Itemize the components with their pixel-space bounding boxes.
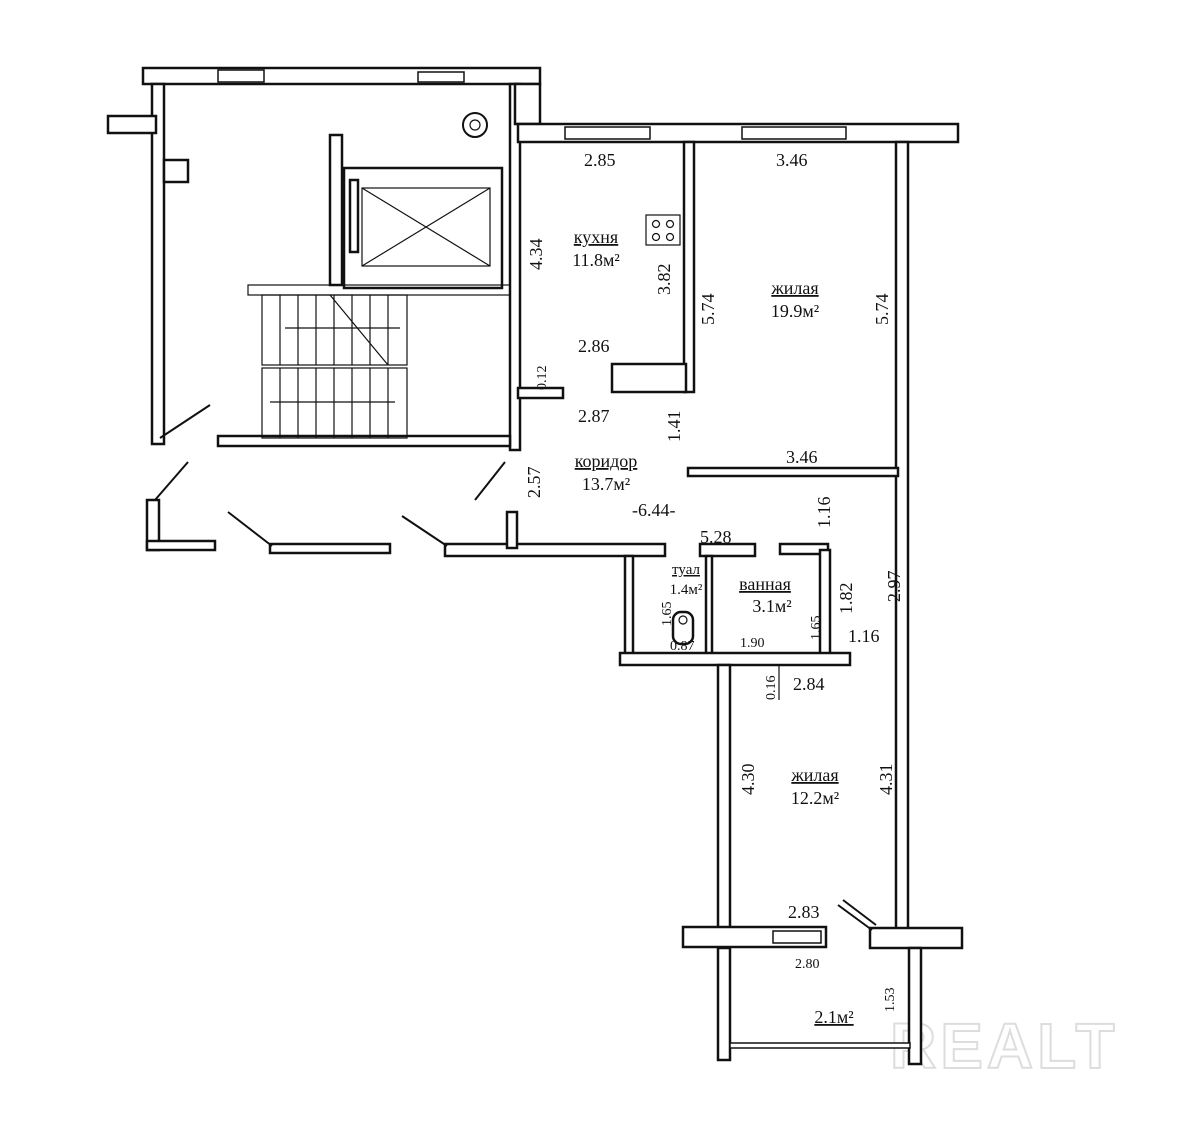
dim-living2-right: 4.31: [876, 764, 896, 796]
dim-living2-width: 2.84: [793, 674, 825, 694]
kitchen-area: 11.8м²: [572, 250, 620, 270]
dim-balcony-depth: 1.53: [883, 988, 898, 1013]
dim-kitchen-width: 2.85: [584, 150, 616, 170]
dim-corridor-top: 2.87: [578, 406, 610, 426]
dim-corridor-141: 1.41: [664, 411, 684, 443]
living1-name: жилая: [770, 278, 818, 298]
dim-corridor-length: -6.44-: [632, 500, 676, 520]
dim-living1-left: 5.74: [698, 294, 718, 326]
bath-area: 3.1м²: [752, 596, 791, 616]
dim-wall-016: 0.16: [764, 676, 779, 701]
dim-kitchen-depth: 4.34: [526, 239, 546, 271]
dim-kitchen-inner: 3.82: [654, 264, 674, 296]
kitchen-name: кухня: [574, 227, 618, 247]
dim-right-297: 2.97: [884, 571, 904, 603]
dim-corridor-116: 1.16: [814, 497, 834, 529]
dim-kitchen-bottom: 2.86: [578, 336, 610, 356]
dim-bath-182: 1.82: [836, 583, 856, 615]
dim-living2-left: 4.30: [738, 764, 758, 796]
dim-living1-width: 3.46: [776, 150, 808, 170]
dim-toilet-height: 1.65: [660, 602, 675, 627]
dim-living2-bottom: 2.83: [788, 902, 820, 922]
toilet-name: туал: [672, 562, 700, 578]
living2-area: 12.2м²: [791, 788, 839, 808]
watermark: REALT: [890, 1010, 1119, 1082]
dim-corridor-left: 2.57: [524, 467, 544, 499]
bath-name: ванная: [739, 574, 791, 594]
dim-living1-bottom: 3.46: [786, 447, 818, 467]
dim-balcony-width: 2.80: [795, 957, 820, 972]
walls: [106, 66, 964, 1066]
corridor-area: 13.7м²: [582, 474, 630, 494]
dim-bath-width: 1.90: [740, 636, 765, 651]
dim-bath-height: 1.65: [809, 616, 824, 641]
dim-corridor-528: 5.28: [700, 527, 732, 547]
dim-wall-012: 0.12: [535, 366, 550, 391]
dim-right-116: 1.16: [848, 626, 880, 646]
balcony-area: 2.1м²: [814, 1007, 853, 1027]
toilet-area: 1.4м²: [670, 582, 703, 598]
corridor-name: коридор: [575, 451, 638, 471]
living2-name: жилая: [790, 765, 838, 785]
dim-toilet-width: 0.87: [670, 639, 695, 654]
dim-living1-right: 5.74: [872, 294, 892, 326]
living1-area: 19.9м²: [771, 301, 819, 321]
